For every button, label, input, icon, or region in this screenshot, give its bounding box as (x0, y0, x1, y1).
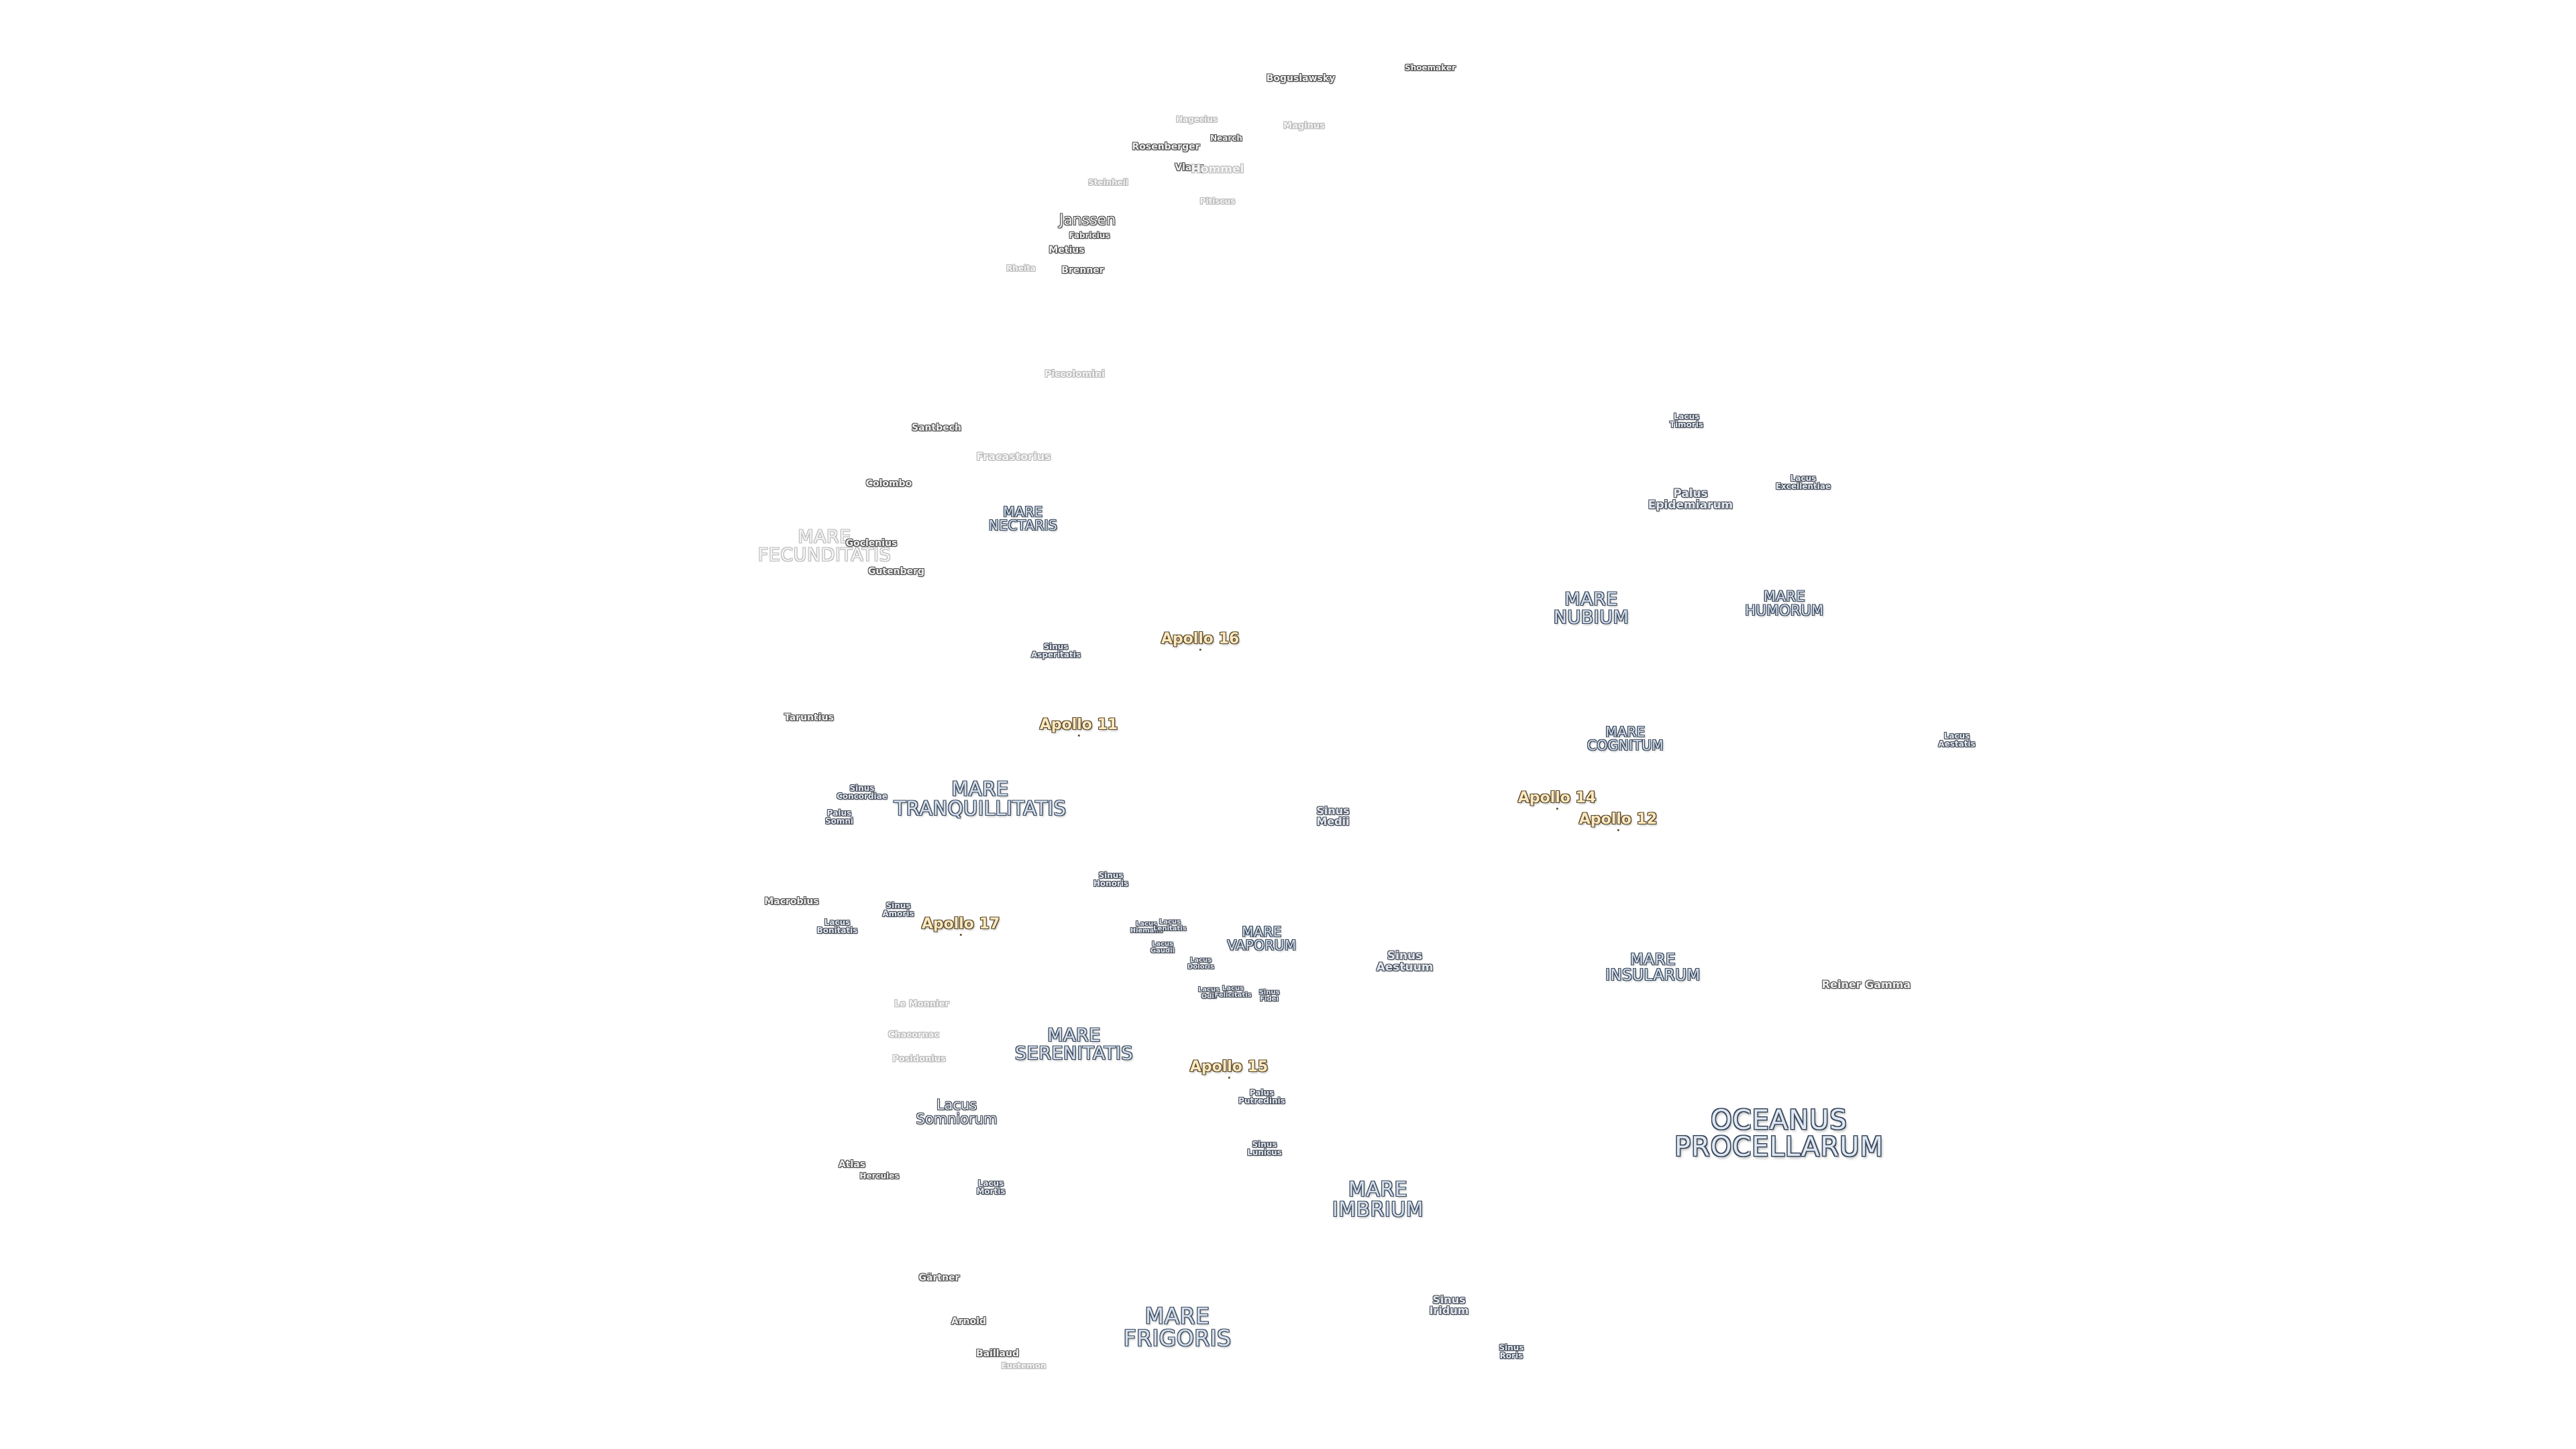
mare-cognitum-label: MARE COGNITUM (1587, 724, 1664, 753)
palus-somni-label: Palus Somni (824, 808, 854, 826)
steinheil-label: Steinheil (1087, 178, 1129, 187)
taruntius-label: Taruntius (784, 712, 834, 723)
mare-imbrium-label: MARE IMBRIUM (1332, 1178, 1424, 1222)
sinus-roris-label: Sinus Roris (1499, 1343, 1524, 1360)
baillaud-label: Baillaud (976, 1348, 1019, 1359)
apollo-17-marker[interactable]: Apollo 17 (921, 916, 1000, 936)
lacus-lenitatis-label: Lacus Lenitatis (1153, 918, 1187, 932)
janssen-label: Janssen (1059, 212, 1116, 229)
lacus-mortis-label: Lacus Mortis (976, 1179, 1006, 1196)
lacus-bonitatis-label: Lacus Bonitatis (816, 918, 858, 935)
apollo-12-marker[interactable]: Apollo 12 (1578, 811, 1658, 831)
lacus-excellentiae-label: Lacus Excellentiae (1775, 474, 1831, 491)
maginus-label: Maginus (1283, 121, 1325, 131)
lacus-hiemalis-label: Lacus Hiemalis (1130, 920, 1163, 934)
fabricius-label: Fabricius (1069, 231, 1110, 240)
lacus-doloris-label: Lacus Doloris (1187, 957, 1214, 971)
mare-serenitatis-label: MARE SERENITATIS (1014, 1025, 1134, 1064)
hercules-label: Hercules (859, 1171, 900, 1181)
pitiscus-label: Pitiscus (1199, 197, 1236, 206)
lacus-somniorum-label: Lacus Somniorum (916, 1097, 998, 1127)
boguslawsky-label: Boguslawsky (1266, 73, 1336, 84)
palus-epidemiarum-label: Palus Epidemiarum (1648, 487, 1733, 512)
lacus-felicitatis-label: Lacus Felicitatis (1214, 985, 1252, 999)
sinus-honoris-label: Sinus Honoris (1093, 871, 1129, 888)
lacus-gaudii-label: Lacus Gaudii (1150, 941, 1175, 955)
santbech-label: Santbech (912, 423, 961, 433)
colombo-label: Colombo (865, 478, 912, 489)
sinus-amoris-label: Sinus Amoris (882, 901, 914, 918)
rheita-label: Rheita (1006, 264, 1036, 273)
mare-frigoris-label: MARE FRIGORIS (1123, 1303, 1232, 1351)
mare-nubium-label: MARE NUBIUM (1553, 589, 1629, 628)
mare-tranquillitatis-label: MARE TRANQUILLITATIS (894, 777, 1067, 820)
shoemaker-label: Shoemaker (1405, 63, 1456, 72)
mare-nectaris-label: MARE NECTARIS (988, 504, 1058, 533)
apollo-14-marker[interactable]: Apollo 14 (1517, 790, 1597, 810)
lacus-timoris-label: Lacus Timoris (1669, 412, 1704, 429)
sinus-iridum-label: Sinus Iridum (1429, 1293, 1469, 1317)
lacus-odii-label: Lacus Odii (1197, 986, 1220, 1000)
nearch-label: Nearch (1210, 133, 1242, 143)
mare-humorum-label: MARE HUMORUM (1745, 588, 1824, 619)
hagecius-label: Hagecius (1176, 115, 1218, 124)
sinus-lunicus-label: Sinus Lunicus (1247, 1140, 1282, 1157)
gartner-label: Gärtner (918, 1273, 960, 1283)
oceanus-procellarum-label: OCEANUS PROCELLARUM (1674, 1105, 1884, 1163)
atlas-label: Atlas (838, 1159, 866, 1170)
rosenberger-label: Rosenberger (1132, 142, 1200, 152)
mare-vaporum-label: MARE VAPORUM (1227, 924, 1297, 953)
fracastorius-label: Fracastorius (976, 450, 1051, 463)
apollo-16-marker[interactable]: Apollo 16 (1161, 631, 1240, 651)
sinus-fidei-label: Sinus Fidei (1258, 989, 1280, 1003)
euctemon-label: Euctemon (1001, 1361, 1046, 1371)
arnold-label: Arnold (951, 1316, 987, 1327)
hommel-label: Hommel (1191, 162, 1244, 176)
le-monnier-label: Le Monnier (894, 999, 949, 1010)
sinus-aestuum-label: Sinus Aestuum (1376, 949, 1434, 974)
goclenius-label: Goclenius (845, 538, 898, 549)
lacus-aestatis-label: Lacus Aestatis (1938, 731, 1976, 749)
piccolomini-label: Piccolomini (1044, 369, 1105, 380)
sinus-asperitatis-label: Sinus Asperitatis (1030, 642, 1081, 659)
brenner-label: Brenner (1061, 265, 1104, 276)
chacornac-label: Chacornac (888, 1030, 940, 1040)
apollo-11-marker[interactable]: Apollo 11 (1039, 716, 1118, 737)
posidonius-label: Posidonius (892, 1054, 946, 1065)
sinus-medii-label: Sinus Medii (1316, 804, 1350, 828)
sinus-concordiae-label: Sinus Concordiae (837, 784, 888, 801)
mare-insularum-label: MARE INSULARUM (1605, 951, 1701, 984)
apollo-15-marker[interactable]: Apollo 15 (1189, 1059, 1269, 1079)
palus-putredinis-label: Palus Putredinis (1238, 1088, 1285, 1106)
reiner-gamma-label: Reiner Gamma (1821, 978, 1911, 991)
metius-label: Metius (1049, 245, 1085, 256)
mare-fecunditatis-label: MARE FECUNDITATIS (757, 527, 892, 566)
macrobius-label: Macrobius (764, 896, 819, 907)
vlacq-label: Vlacq (1175, 162, 1204, 173)
gutenberg-label: Gutenberg (867, 566, 925, 577)
